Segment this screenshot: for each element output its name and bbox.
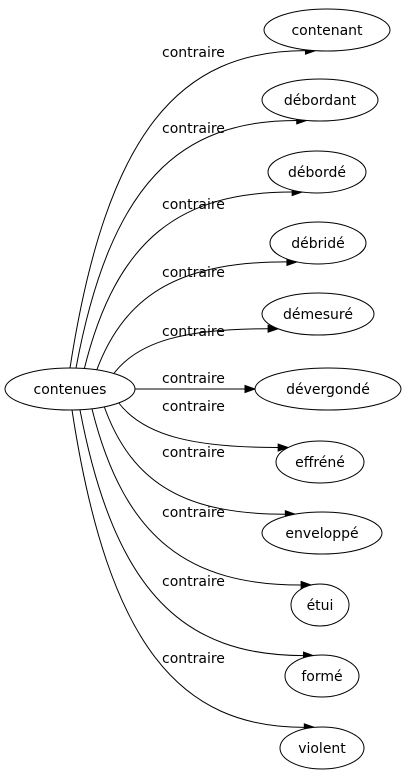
node-ellipse	[267, 150, 367, 194]
node-label: enveloppé	[285, 526, 358, 542]
node-source[interactable]: contenues	[4, 367, 136, 411]
edge-label: contraire	[162, 574, 225, 590]
edge-label: contraire	[162, 197, 225, 213]
arrowhead-dévergondé	[244, 384, 257, 394]
node-démesuré[interactable]: démesuré	[261, 292, 375, 336]
edge-contenant	[69, 50, 306, 369]
node-label: débridé	[291, 236, 345, 252]
edge-label: contraire	[162, 45, 225, 61]
node-effréné[interactable]: effréné	[275, 440, 365, 484]
node-contenant[interactable]: contenant	[263, 8, 391, 52]
node-source-label: contenues	[34, 382, 107, 398]
node-label: dévergondé	[286, 382, 370, 398]
edge-débridé	[95, 261, 287, 373]
edge-démesuré	[111, 328, 269, 377]
node-débridé[interactable]: débridé	[269, 221, 367, 265]
edge-label: contraire	[162, 445, 225, 461]
edge-effréné	[117, 401, 279, 449]
node-formé[interactable]: formé	[284, 654, 360, 698]
edge-débordant	[75, 119, 297, 369]
node-label: contenant	[291, 23, 363, 39]
node-label: effréné	[295, 455, 345, 471]
node-ellipse	[290, 583, 350, 627]
node-débordé[interactable]: débordé	[267, 150, 367, 194]
edge-label: contraire	[162, 505, 225, 521]
node-source-ellipse	[4, 367, 136, 411]
node-enveloppé[interactable]: enveloppé	[261, 511, 383, 555]
node-ellipse	[279, 726, 365, 770]
node-label: violent	[298, 741, 346, 757]
node-label: formé	[301, 669, 342, 685]
edges-layer: contraire contraire contraire contraire cont…	[69, 45, 317, 732]
edge-enveloppé	[103, 405, 286, 515]
node-ellipse	[261, 78, 379, 122]
node-violent[interactable]: violent	[279, 726, 365, 770]
edge-label: contraire	[162, 651, 225, 667]
node-ellipse	[254, 367, 402, 411]
edge-formé	[79, 409, 304, 657]
node-ellipse	[284, 654, 360, 698]
node-label: étui	[307, 598, 334, 614]
edge-label: contraire	[162, 371, 225, 387]
edge-label: contraire	[162, 399, 225, 415]
node-dévergondé[interactable]: dévergondé	[254, 367, 402, 411]
node-ellipse	[263, 8, 391, 52]
node-label: débordant	[284, 93, 357, 109]
nodes-layer: contenues contenant débordant débordé débrid…	[4, 8, 402, 770]
node-étui[interactable]: étui	[290, 583, 350, 627]
edge-violent	[71, 409, 305, 728]
edge-label: contraire	[162, 121, 225, 137]
edge-débordé	[83, 191, 293, 371]
node-débordant[interactable]: débordant	[261, 78, 379, 122]
edge-label: contraire	[162, 324, 225, 340]
node-ellipse	[261, 292, 375, 336]
node-label: démesuré	[283, 307, 353, 323]
edge-label: contraire	[162, 265, 225, 281]
edge-étui	[91, 408, 302, 586]
node-ellipse	[275, 440, 365, 484]
arrowhead-effréné	[277, 443, 290, 452]
node-ellipse	[269, 221, 367, 265]
node-label: débordé	[288, 165, 346, 181]
node-ellipse	[261, 511, 383, 555]
